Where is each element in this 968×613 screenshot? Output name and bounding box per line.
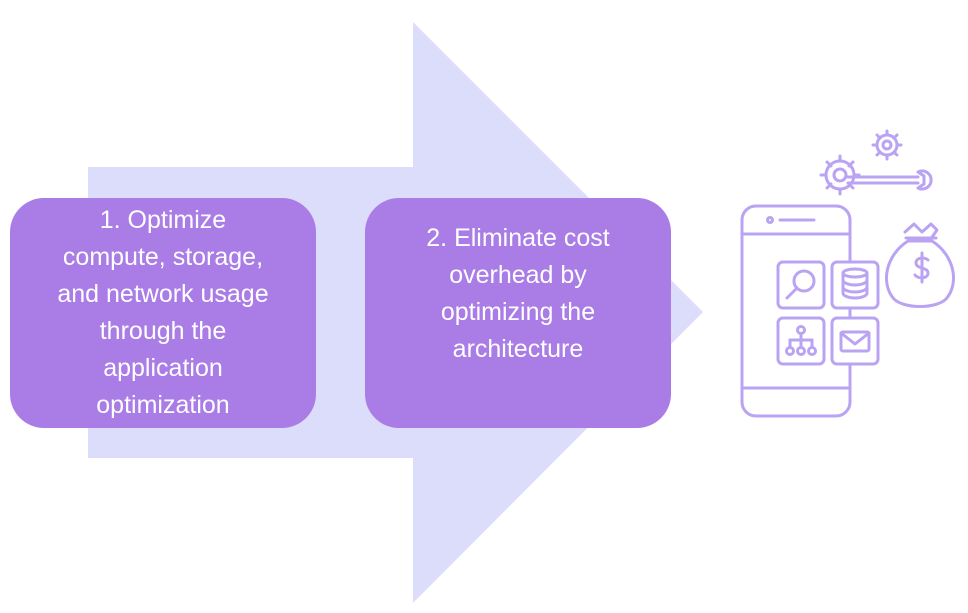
step-2-label: 2. Eliminate cost overhead by optimizing… [426,224,610,363]
step-1-box: 1. Optimize compute, storage, and networ… [10,198,316,428]
database-icon [830,260,880,310]
gear-icon [871,129,903,161]
step-2-box: 2. Eliminate cost overhead by optimizing… [365,198,671,428]
mobile-phone-icon [740,204,852,418]
cost-optimization-illustration [740,129,955,418]
money-bag-icon [885,222,955,308]
sitemap-icon [776,316,826,366]
gear-icon [819,154,861,196]
mail-icon [830,316,880,366]
search-icon [776,260,826,310]
step-1-label: 1. Optimize compute, storage, and networ… [57,206,269,419]
wrench-icon [846,169,933,191]
